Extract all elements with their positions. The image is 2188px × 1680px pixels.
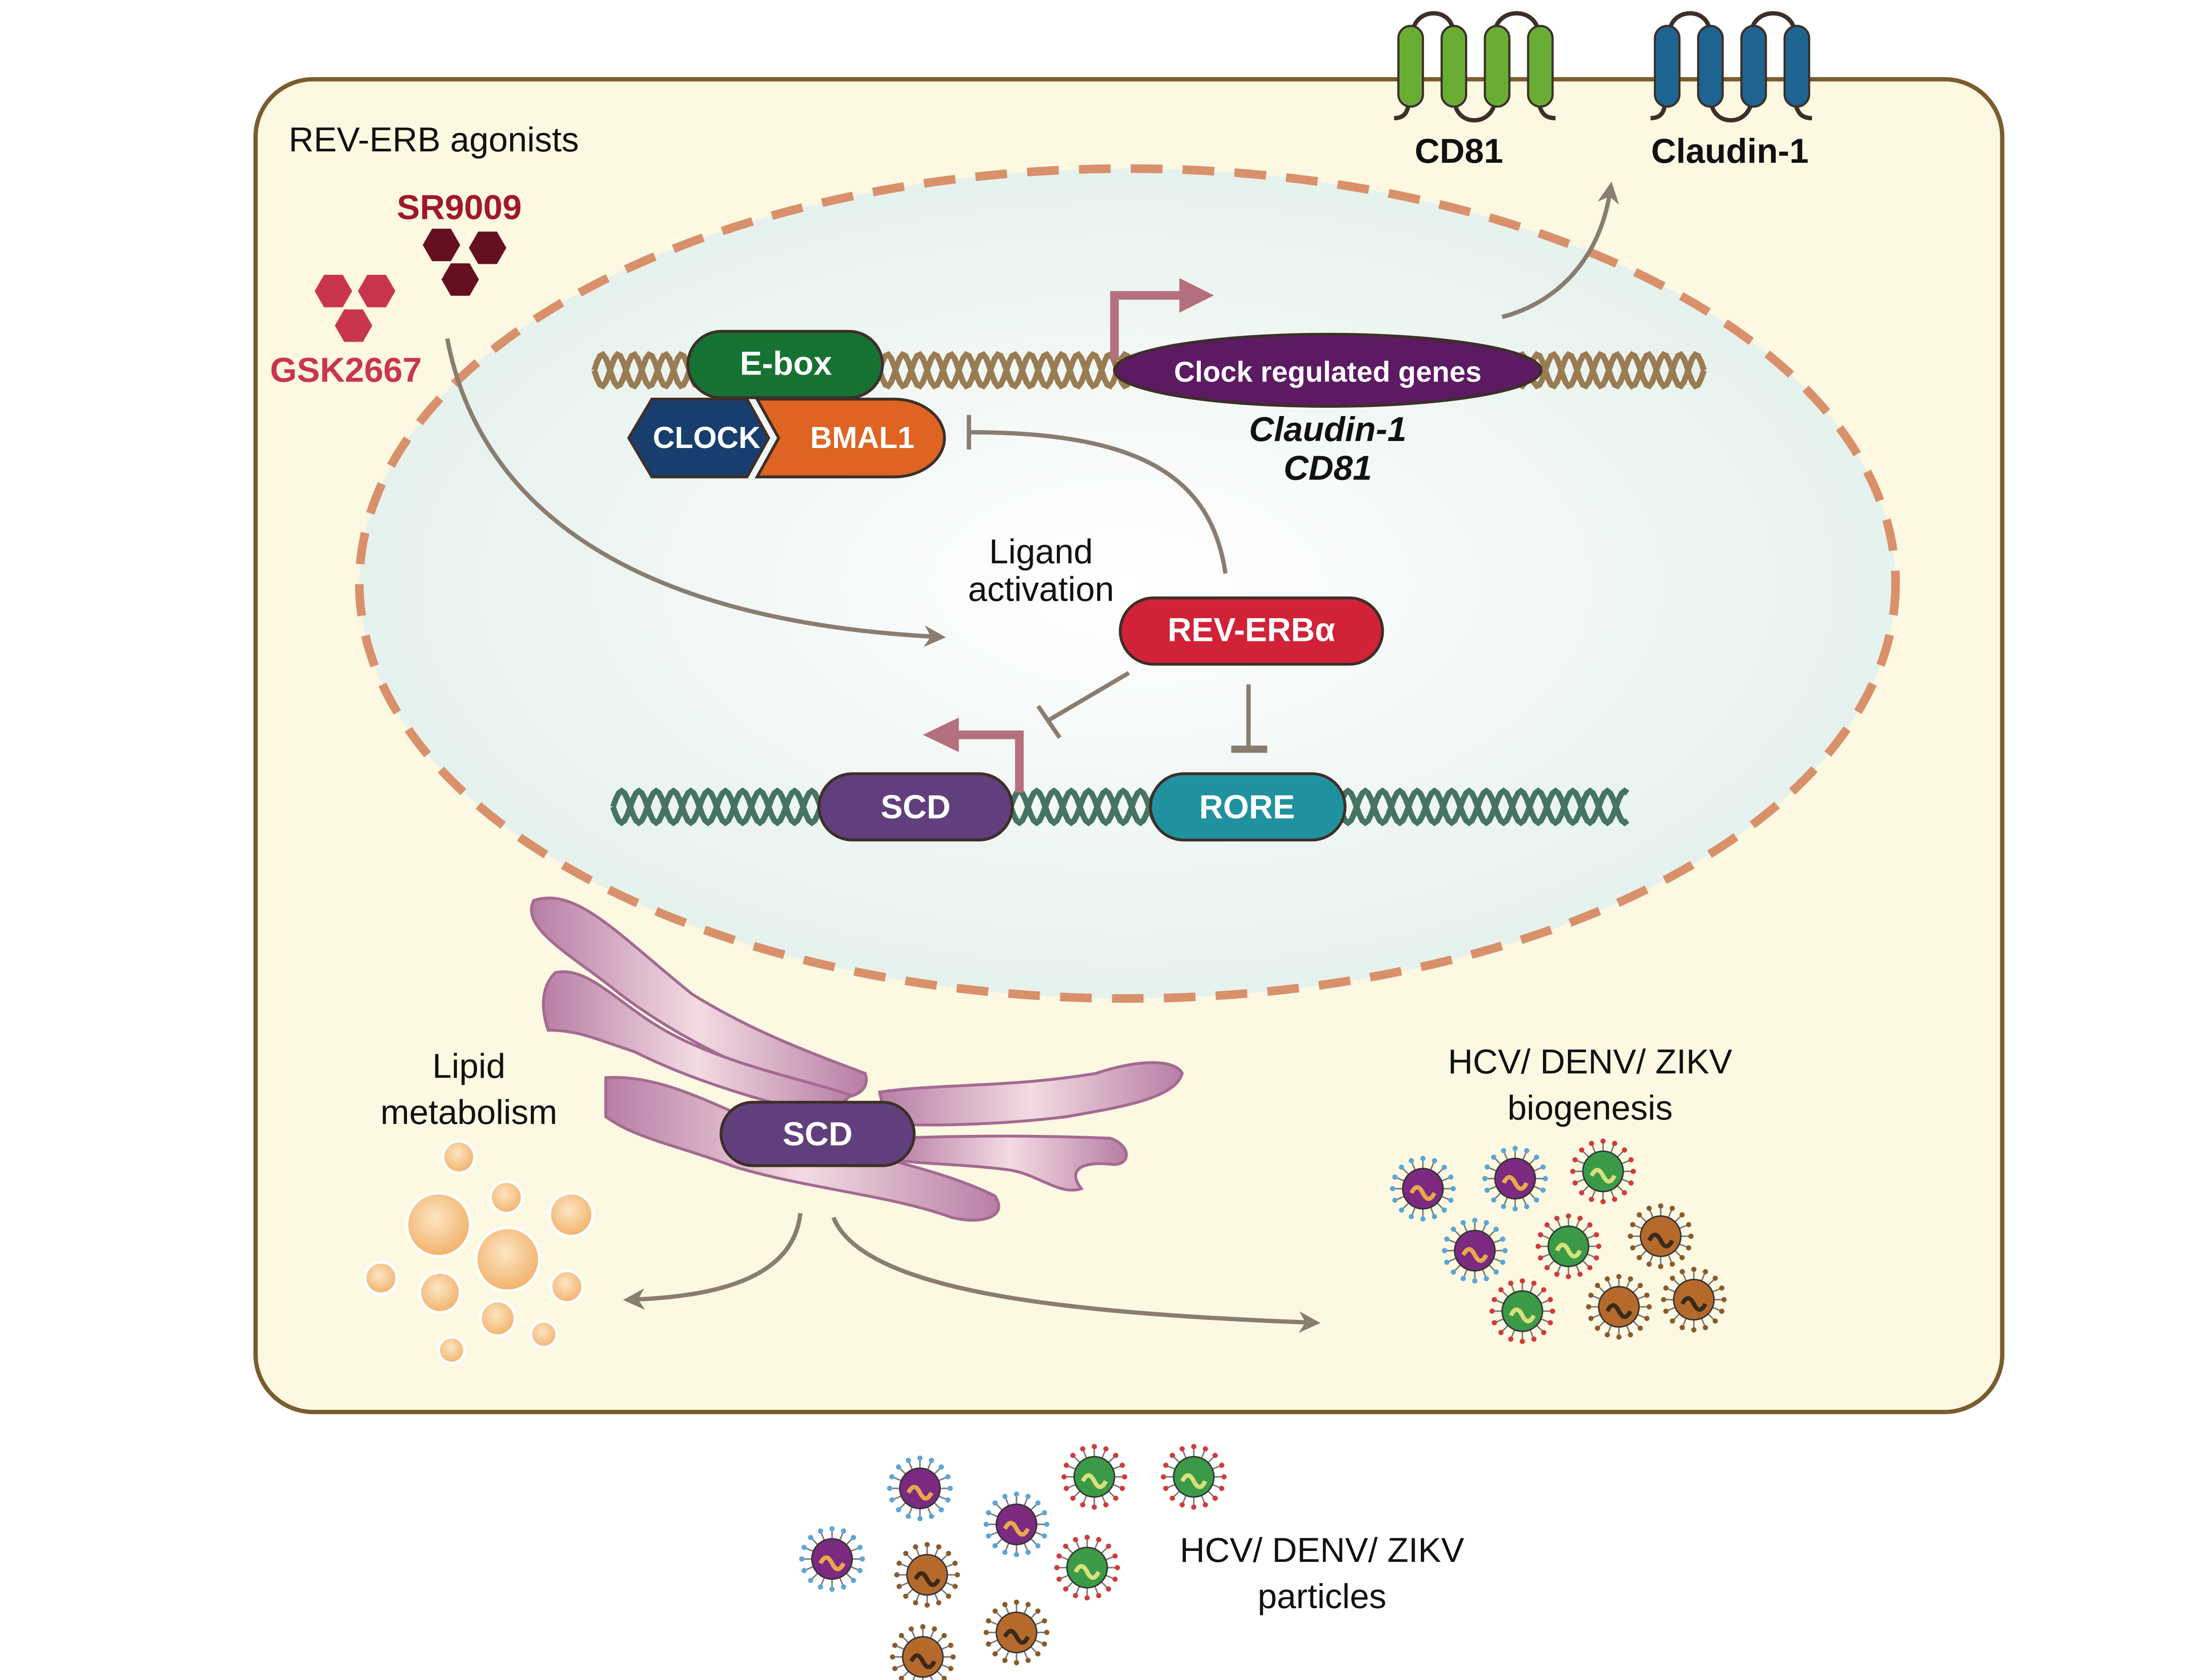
lipid-droplet [548, 1191, 594, 1238]
export-arrow [1501, 182, 1619, 319]
activation-label: activation [968, 569, 1114, 608]
hexagon [335, 309, 372, 342]
lipid-droplet [441, 1140, 476, 1175]
lipid-droplet [364, 1260, 399, 1295]
cd81-label: CD81 [1415, 131, 1503, 170]
intracellular-virions [1390, 1138, 1727, 1344]
bmal1-protein [754, 397, 946, 479]
transmembrane-helix [1527, 24, 1554, 108]
zikv-virion [890, 1624, 956, 1680]
zikv-virion [983, 1600, 1049, 1666]
dna-strand [610, 787, 1630, 826]
zikv-virion [1661, 1267, 1727, 1333]
clock-genes-label: Clock regulated genes [1174, 356, 1482, 388]
zikv-virion [1586, 1274, 1652, 1340]
claudin1-label: Claudin-1 [1651, 131, 1809, 170]
hcv-virion [1482, 1145, 1548, 1212]
lipid-droplet [489, 1180, 524, 1215]
denv-virion [1161, 1444, 1227, 1510]
biogenesis-arrow [831, 1217, 1321, 1333]
lipid-label: Lipid [432, 1046, 505, 1085]
lipid-droplet [474, 1226, 541, 1293]
ligand-label: Ligand [989, 532, 1093, 571]
ligand-activation-arrow [445, 338, 946, 647]
transmembrane-helix [1697, 24, 1724, 108]
scd-enzyme [719, 1101, 916, 1167]
lipid-arrow [623, 1213, 803, 1310]
inhibition-bmal1 [969, 430, 1228, 574]
zikv-virion [894, 1542, 960, 1608]
hcv-virion [1442, 1218, 1508, 1284]
lipid-droplet [437, 1335, 466, 1365]
gsk2667-label: GSK2667 [270, 350, 422, 389]
hexagon [441, 263, 479, 296]
bmal1-label: BMAL1 [810, 420, 914, 455]
transmembrane-helix [1740, 24, 1767, 108]
hexagon [423, 228, 460, 261]
transmembrane-helix [1783, 24, 1810, 108]
inhibition-bar [1036, 704, 1062, 739]
transmembrane-helix [1397, 24, 1424, 108]
particles-virus-label: HCV/ DENV/ ZIKV [1180, 1530, 1464, 1569]
scd-gene-label: SCD [880, 789, 950, 826]
lipid-droplets-icon [364, 1140, 594, 1365]
rore-label: RORE [1199, 789, 1295, 826]
biogenesis-label: biogenesis [1508, 1088, 1673, 1127]
transcription-arrow-scd [951, 730, 1024, 793]
lipid-droplet [529, 1320, 558, 1349]
clock-protein [627, 397, 771, 479]
scd-gene [817, 772, 1014, 842]
lipid-droplet [405, 1191, 472, 1258]
scd-enzyme-label: SCD [782, 1116, 852, 1153]
lipid-droplet [418, 1270, 462, 1314]
denv-virion [1061, 1444, 1127, 1510]
hcv-virion [983, 1491, 1049, 1558]
denv-virion [1536, 1213, 1602, 1279]
rore-element [1149, 772, 1347, 842]
biogenesis-virus-label: HCV/ DENV/ ZIKV [1448, 1042, 1732, 1081]
cd81-receptor-icon [1394, 11, 1556, 122]
dna-lower [610, 787, 1630, 826]
hcv-virion [887, 1455, 953, 1522]
gene-cd81: CD81 [1283, 448, 1372, 487]
gene-claudin1: Claudin-1 [1249, 410, 1406, 448]
clock-regulated-genes [1113, 332, 1543, 408]
reverb-label: REV-ERBα [1168, 612, 1335, 649]
denv-virion [1489, 1278, 1555, 1344]
particles-label: particles [1258, 1576, 1386, 1615]
metabolism-label: metabolism [380, 1092, 557, 1131]
hcv-virion [1390, 1155, 1456, 1222]
transcription-arrow-clock-genes [1110, 291, 1185, 360]
hexagon [358, 275, 396, 308]
transmembrane-helix [1654, 24, 1681, 108]
hexagon [469, 231, 507, 264]
extracellular-virions [799, 1444, 1227, 1680]
lipid-droplet [549, 1269, 584, 1304]
hexagon [315, 275, 352, 308]
denv-virion [1570, 1138, 1636, 1204]
agonists-title: REV-ERB agonists [289, 120, 579, 159]
claudin1-receptor-icon [1650, 11, 1812, 122]
inhibition-scd [1047, 671, 1130, 722]
hcv-virion [799, 1526, 865, 1592]
transmembrane-helix [1483, 24, 1511, 108]
transmembrane-helix [1440, 24, 1467, 108]
zikv-virion [1627, 1203, 1694, 1269]
clock-label: CLOCK [653, 420, 761, 455]
gsk2667-molecule-icon [315, 275, 396, 342]
denv-virion [1054, 1535, 1120, 1601]
lipid-droplet [479, 1299, 517, 1337]
sr9009-label: SR9009 [397, 188, 522, 227]
ebox-label: E-box [740, 345, 832, 382]
sr9009-molecule-icon [423, 228, 507, 296]
dna-strand [610, 787, 1630, 826]
reverb-protein [1119, 596, 1384, 666]
